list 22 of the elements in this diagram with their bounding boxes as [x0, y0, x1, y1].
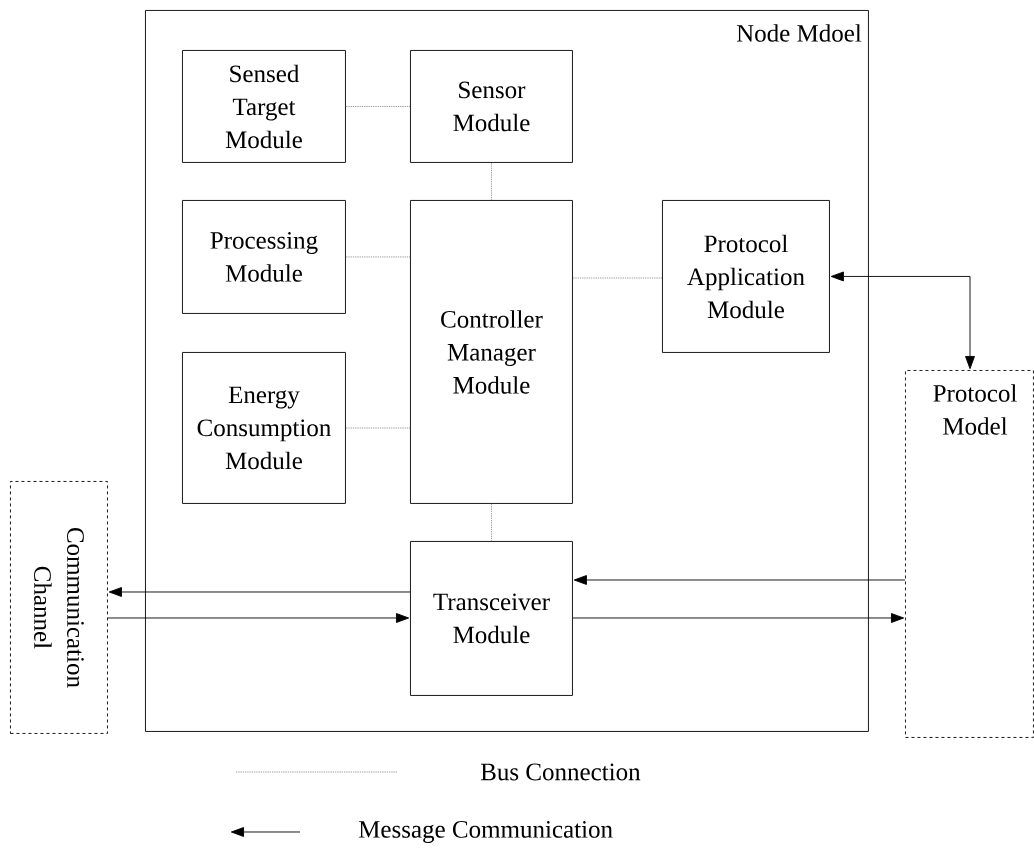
legend-label: Message Communication — [358, 821, 613, 843]
module-box: Protocol Application Module — [662, 200, 830, 353]
bus-line — [345, 256, 411, 258]
model-box: Protocol Model — [905, 370, 1034, 738]
module-box: Processing Module — [182, 200, 346, 314]
bus-line — [345, 427, 411, 429]
channel-box: Communication Channel — [10, 481, 108, 734]
module-box: Controller Manager Module — [410, 200, 573, 504]
arrow — [107, 613, 410, 623]
legend-label: Bus Connection — [480, 763, 641, 781]
module-box: Sensor Module — [410, 50, 573, 163]
arrow — [573, 575, 906, 585]
bus-line — [491, 503, 492, 542]
module-box: Transceiver Module — [410, 541, 573, 696]
arrow — [830, 271, 975, 370]
module-box: Energy Consumption Module — [182, 352, 346, 504]
bus-line — [572, 277, 663, 279]
arrow — [572, 613, 905, 623]
arrow — [108, 587, 411, 597]
module-box: Sensed Target Module — [182, 50, 346, 163]
bus-line — [491, 162, 492, 201]
bus-line — [345, 106, 411, 107]
